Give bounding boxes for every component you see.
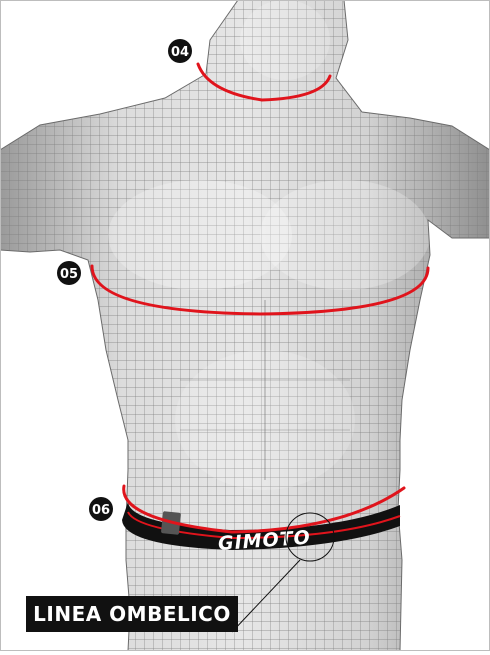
badge-04-label: 04: [171, 45, 189, 60]
badge-04: 04: [168, 39, 192, 63]
navel-line-label: LINEA OMBELICO: [26, 596, 238, 632]
badge-06: 06: [89, 497, 113, 521]
badge-05-label: 05: [60, 267, 78, 282]
badge-06-label: 06: [92, 503, 110, 518]
badge-05: 05: [57, 261, 81, 285]
